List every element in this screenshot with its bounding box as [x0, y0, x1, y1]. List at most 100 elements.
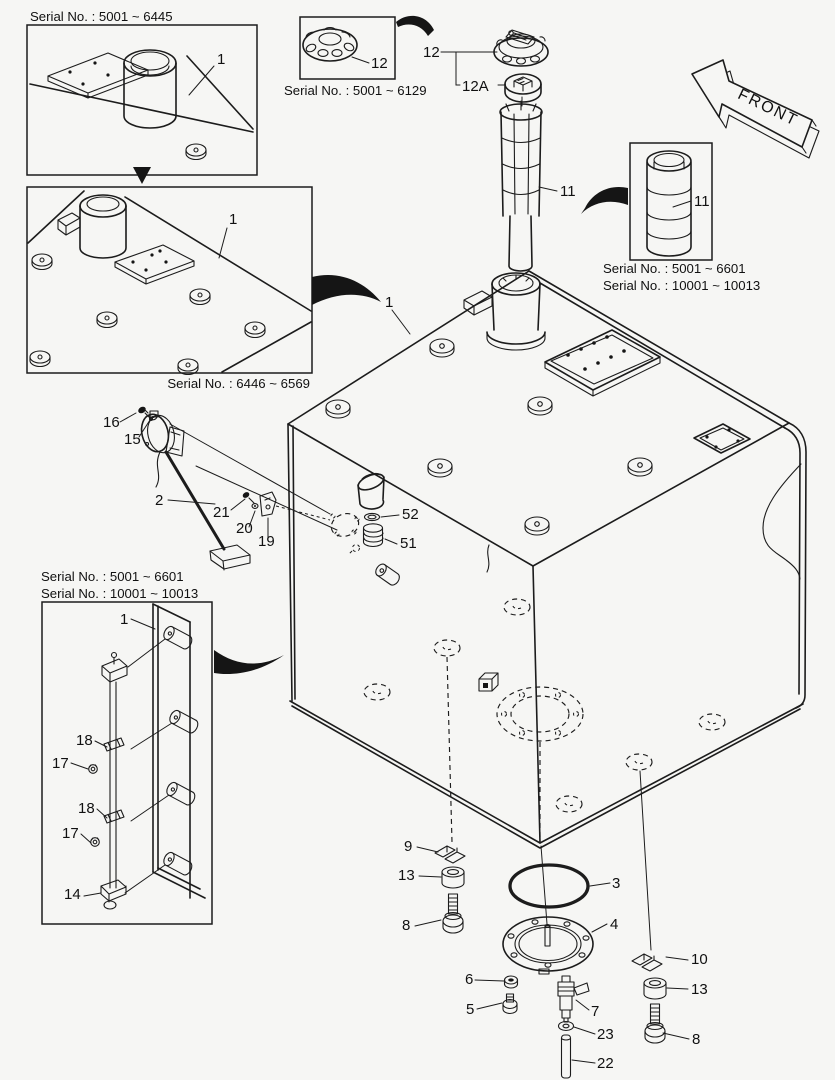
callout-52: 52 — [402, 506, 419, 523]
callout-10: 10 — [691, 951, 708, 968]
inset-mid-tank-top: 1 Serial No. : 6446 ~ 6569 — [26, 186, 313, 391]
callout-17a: 17 — [52, 755, 69, 772]
inset-filler-cap: 12 Serial No. : 5001 ~ 6129 — [284, 16, 427, 98]
callout-12: 12 — [423, 44, 440, 61]
cap-lock-ring-lineart — [504, 73, 542, 103]
bottom-mount-left: 9 13 8 — [398, 838, 466, 934]
hidden-leader — [446, 656, 453, 843]
gauge-sleeves — [161, 624, 201, 878]
leader-line — [391, 309, 411, 335]
fuel-tank: 1 — [287, 270, 807, 951]
callout-23: 23 — [597, 1026, 614, 1043]
leader-line — [672, 200, 692, 208]
cushion-13-right — [643, 977, 667, 1000]
sender-mount-hole-hidden — [330, 513, 360, 556]
callout-bracket — [440, 51, 505, 86]
callout-6: 6 — [465, 971, 473, 988]
callout-12-inset: 12 — [371, 55, 388, 72]
cushion-13-left — [441, 866, 465, 889]
inset-early-tank-top: Serial No. : 5001 ~ 6445 1 — [26, 9, 258, 176]
tank-filler-neck — [486, 272, 546, 351]
tank-inner-nut — [478, 672, 499, 692]
curved-arrow-icon — [312, 274, 381, 305]
callout-7: 7 — [591, 1003, 599, 1020]
inset-box-border — [26, 24, 258, 176]
float-lineart — [209, 544, 251, 571]
callout-19: 19 — [258, 533, 275, 550]
serial-label-strainer-1: Serial No. : 5001 ~ 6601 — [603, 261, 746, 276]
clip-10 — [631, 953, 663, 972]
callout-8-right: 8 — [692, 1031, 700, 1048]
serial-label-early-top: Serial No. : 5001 ~ 6445 — [30, 9, 173, 24]
serial-label-cap-box: Serial No. : 5001 ~ 6129 — [284, 83, 427, 98]
filler-cap-lineart — [493, 29, 549, 67]
nut-6-lineart — [503, 975, 519, 989]
inset-strainer: 11 Serial No. : 5001 ~ 6601 Serial No. :… — [581, 142, 760, 293]
o-ring-52-lineart — [363, 512, 381, 522]
callout-8-left: 8 — [402, 917, 410, 934]
callout-4: 4 — [610, 916, 618, 933]
callout-11-inset: 11 — [694, 193, 710, 210]
bolt-5-lineart — [502, 993, 518, 1015]
inset-box-border — [629, 142, 713, 261]
tank-outline — [287, 270, 807, 849]
callout-51: 51 — [400, 535, 417, 552]
leader-lines — [414, 846, 442, 927]
leader-line — [540, 845, 548, 925]
curved-arrow-icon — [581, 186, 628, 214]
serial-label-strainer-2: Serial No. : 10001 ~ 10013 — [603, 278, 760, 293]
curved-arrow-icon — [396, 15, 434, 36]
callout-1-gauge: 1 — [120, 611, 128, 628]
callout-17b: 17 — [62, 825, 79, 842]
callout-16: 16 — [103, 414, 120, 431]
curved-arrow-icon — [214, 650, 284, 675]
clamp-19-lineart — [259, 491, 277, 517]
callout-21: 21 — [213, 504, 230, 521]
bottom-mount-right: 10 13 8 — [631, 951, 708, 1048]
inset-box-border — [299, 16, 396, 80]
bolt-8-left — [442, 893, 464, 934]
tank-spacer-cylinder — [375, 563, 400, 586]
tank-small-plate — [693, 423, 751, 454]
callout-1-inset2: 1 — [229, 211, 237, 228]
o-ring-3 — [508, 863, 590, 909]
bolt-8-right — [644, 1003, 666, 1044]
sender-body-lineart — [140, 410, 185, 488]
gauge-tank-edge-lineart — [152, 603, 206, 899]
plug-51-lineart — [362, 523, 384, 548]
leader-line — [351, 56, 370, 64]
filler-cap-assembly: 11 12 12A — [423, 29, 576, 272]
callout-11: 11 — [560, 183, 576, 200]
gauge-bolt-upper — [88, 764, 98, 774]
tank-wire-hook — [486, 544, 490, 573]
mount-pad — [185, 143, 207, 161]
gauge-tube-lineart — [100, 638, 173, 910]
float-arm — [164, 450, 226, 551]
tank-bottom-flange-hidden — [496, 686, 584, 742]
clip-9 — [434, 845, 466, 864]
inset-level-gauge: Serial No. : 5001 ~ 6601 Serial No. : 10… — [41, 569, 213, 925]
serial-label-mid-top: Serial No. : 6446 ~ 6569 — [167, 376, 310, 391]
screw-21-lineart — [242, 492, 255, 504]
leader-lines — [662, 956, 690, 1040]
callout-20: 20 — [236, 520, 253, 537]
drain-valve-7-lineart — [557, 975, 590, 1023]
callout-13-right: 13 — [691, 981, 708, 998]
washer-23-lineart — [557, 1020, 575, 1032]
elbow-lineart — [357, 472, 385, 510]
callout-18a: 18 — [76, 732, 93, 749]
elbow-fitting-assembly: 52 51 — [357, 472, 419, 552]
fuel-sender-assembly: 16 15 2 21 20 19 — [103, 406, 338, 571]
drain-flange-lineart — [502, 916, 594, 975]
drain-assembly: 3 4 6 5 7 23 22 — [465, 863, 620, 1079]
callout-1-inset1: 1 — [217, 51, 225, 68]
callout-12A: 12A — [462, 78, 489, 95]
drain-pipe-22-lineart — [560, 1034, 572, 1079]
down-arrow-icon — [133, 167, 151, 184]
tank-top-plate — [544, 329, 661, 397]
leader-line — [639, 770, 652, 951]
inset1-tank-lineart — [29, 49, 254, 161]
leader-lines — [474, 882, 611, 1064]
